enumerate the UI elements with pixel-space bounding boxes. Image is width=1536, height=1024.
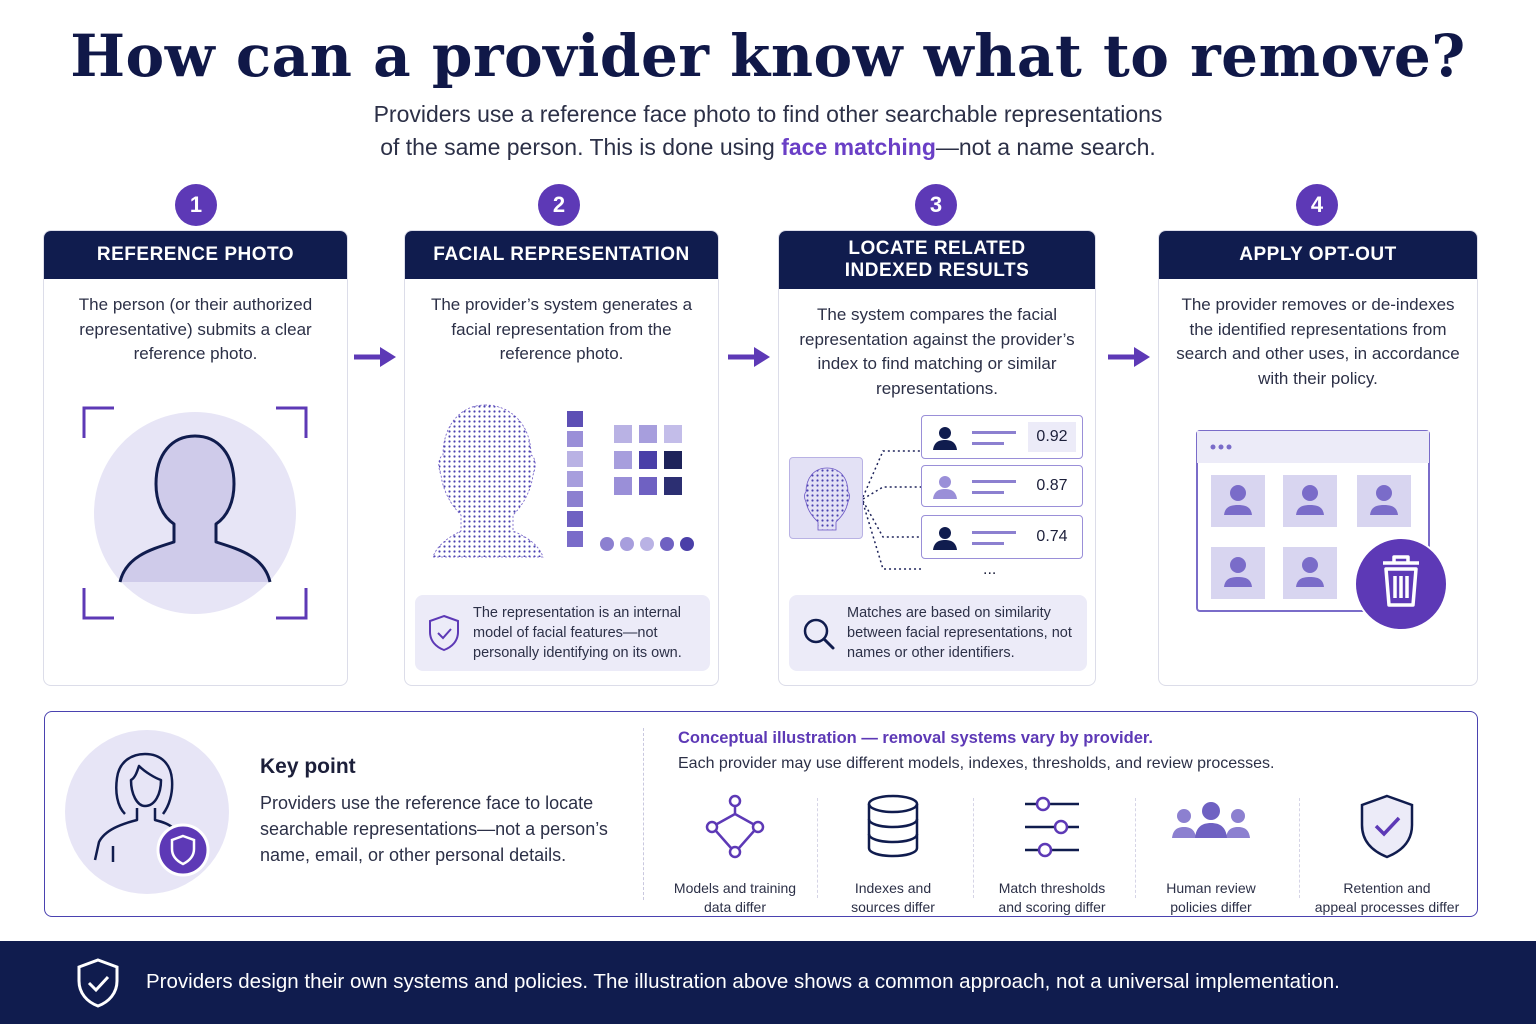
- subtitle-highlight: face matching: [781, 134, 936, 160]
- results-window-icon: [1196, 430, 1448, 629]
- variation-label-line-2: appeal processes differ: [1314, 899, 1460, 915]
- step-2-title: FACIAL REPRESENTATION: [405, 231, 718, 279]
- footer-text: Providers design their own systems and p…: [146, 970, 1340, 993]
- variation-label-line-1: Match thresholds: [998, 880, 1106, 896]
- page-title: How can a provider know what to remove?: [70, 22, 1466, 90]
- concept-text: Each provider may use different models, …: [678, 755, 1275, 772]
- person-shield-icon: [93, 752, 210, 877]
- step-3-number: 3: [915, 184, 957, 226]
- divider: [817, 798, 818, 898]
- step-2-text: The provider’s system generates a facial…: [430, 295, 693, 363]
- variation-item-retention: Retention and appeal processes differ: [1307, 792, 1467, 917]
- match-result-row: 0.92: [921, 415, 1083, 459]
- subtitle-line-2: of the same person. This is done using f…: [318, 131, 1218, 164]
- shield-check-icon: [77, 958, 119, 1008]
- arrow-right-icon: [1108, 347, 1150, 367]
- key-point-title: Key point: [260, 755, 356, 778]
- face-mesh-icon: [804, 467, 850, 531]
- step-1-number: 1: [175, 184, 217, 226]
- step-3-title-line-2: INDEXED RESULTS: [844, 260, 1030, 281]
- variation-label-line-1: Models and training: [673, 880, 797, 896]
- variation-label: Indexes and sources differ: [828, 879, 958, 917]
- variation-label: Human review policies differ: [1145, 879, 1277, 917]
- subtitle-line-2-post: —not a name search.: [935, 134, 1156, 160]
- step-1-title: REFERENCE PHOTO: [44, 231, 347, 279]
- match-score: 0.92: [1028, 422, 1076, 452]
- network-icon: [705, 794, 765, 859]
- step-3-card: LOCATE RELATED INDEXED RESULTS The syste…: [778, 230, 1096, 686]
- variation-label-line-1: Indexes and: [854, 880, 932, 896]
- shield-check-icon: [1360, 794, 1414, 859]
- variation-item-thresholds: Match thresholds and scoring differ: [982, 792, 1122, 917]
- step-2-note-text: The representation is an internal model …: [473, 605, 682, 661]
- person-silhouette-icon: [82, 406, 308, 620]
- search-icon: [803, 618, 835, 650]
- key-point-text: Providers use the reference face to loca…: [260, 793, 608, 865]
- step-2-note: The representation is an internal model …: [415, 595, 710, 671]
- key-point-panel: Key point Providers use the reference fa…: [44, 711, 1478, 917]
- concept-title: Conceptual illustration — removal system…: [678, 729, 1153, 747]
- footer-banner: Providers design their own systems and p…: [0, 941, 1536, 1024]
- face-mesh-icon: [432, 404, 694, 558]
- variation-label: Retention and appeal processes differ: [1307, 879, 1467, 917]
- user-icon: [933, 427, 957, 450]
- variation-label-line-2: data differ: [703, 899, 766, 915]
- database-icon: [867, 794, 919, 858]
- trash-icon: [1383, 555, 1419, 607]
- variation-label-line-2: sources differ: [851, 899, 935, 915]
- subtitle-line-2-pre: of the same person. This is done using: [380, 134, 775, 160]
- variation-label-line-2: policies differ: [1170, 899, 1252, 915]
- match-connectors: [863, 450, 921, 570]
- divider: [643, 728, 644, 900]
- sliders-icon: [1025, 796, 1079, 858]
- subtitle-line-1: Providers use a reference face photo to …: [373, 101, 1163, 127]
- match-score: 0.74: [1036, 528, 1068, 545]
- step-3-title-line-1: LOCATE RELATED: [848, 238, 1026, 259]
- step-1-text: The person (or their authorized represen…: [78, 295, 313, 363]
- step-3-text: The system compares the facial represent…: [799, 305, 1075, 398]
- key-point-illustration: [65, 730, 229, 894]
- step-3-note-text: Matches are based on similarity between …: [847, 605, 1072, 661]
- arrow-right-icon: [728, 347, 770, 367]
- step-1-card: REFERENCE PHOTO The person (or their aut…: [43, 230, 348, 686]
- variation-label-line-1: Human review: [1166, 880, 1256, 896]
- divider: [1135, 798, 1136, 898]
- step-2-number: 2: [538, 184, 580, 226]
- divider: [1299, 798, 1300, 898]
- variation-item-indexes: Indexes and sources differ: [828, 792, 958, 917]
- step-4-card: APPLY OPT-OUT The provider removes or de…: [1158, 230, 1478, 686]
- step-2-card: FACIAL REPRESENTATION The provider’s sys…: [404, 230, 719, 686]
- people-icon: [1172, 802, 1250, 838]
- variation-label: Match thresholds and scoring differ: [982, 879, 1122, 917]
- more-results: ...: [983, 561, 997, 578]
- shield-check-icon: [429, 614, 459, 652]
- match-result-row: 0.74: [921, 515, 1083, 559]
- step-3-note: Matches are based on similarity between …: [789, 595, 1087, 671]
- user-icon: [933, 476, 957, 499]
- match-result-row: 0.87: [921, 465, 1083, 507]
- variation-label-line-2: and scoring differ: [998, 899, 1106, 915]
- user-icon: [933, 527, 957, 550]
- reference-thumbnail: [789, 457, 863, 539]
- step-4-number: 4: [1296, 184, 1338, 226]
- step-4-text: The provider removes or de-indexes the i…: [1176, 295, 1460, 388]
- divider: [973, 798, 974, 898]
- page-subtitle: Providers use a reference face photo to …: [318, 98, 1218, 164]
- variation-label: Models and training data differ: [665, 879, 805, 917]
- step-3-title: LOCATE RELATED INDEXED RESULTS: [779, 231, 1095, 289]
- step-4-title: APPLY OPT-OUT: [1159, 231, 1477, 279]
- variation-label-line-1: Retention and: [1343, 880, 1431, 896]
- variation-item-models: Models and training data differ: [665, 792, 805, 917]
- match-score: 0.87: [1036, 477, 1068, 494]
- variation-item-review: Human review policies differ: [1145, 792, 1277, 917]
- arrow-right-icon: [354, 347, 396, 367]
